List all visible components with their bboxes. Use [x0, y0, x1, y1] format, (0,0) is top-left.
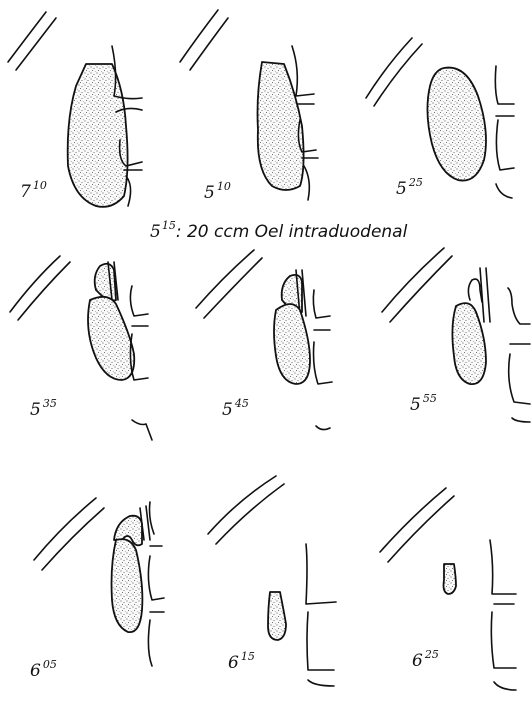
cystic-duct — [468, 279, 482, 302]
spine-outline — [495, 66, 514, 198]
gallbladder-shadow — [274, 304, 310, 384]
gallbladder-shadow — [452, 303, 486, 384]
rib-lines — [10, 256, 70, 320]
gallbladder-shadow — [68, 64, 128, 207]
rib-lines — [180, 10, 228, 70]
gallbladder-shadow — [268, 592, 286, 640]
gallbladder-shadow — [88, 297, 134, 380]
rib-lines — [34, 498, 104, 570]
rib-lines — [382, 248, 452, 322]
bile-duct-line — [486, 268, 490, 322]
caption: 515: 20 ccm Oel intraduodenal — [150, 219, 408, 242]
spine-outline — [313, 290, 332, 430]
spine-outline — [148, 502, 164, 666]
gallbladder-shadow — [112, 539, 143, 632]
rib-lines — [380, 488, 454, 562]
spine-outline — [508, 288, 530, 422]
gallbladder-shadow — [444, 564, 457, 594]
spine-outline — [490, 540, 516, 690]
rib-lines — [366, 38, 422, 106]
spine-outline — [306, 544, 336, 686]
rib-lines — [8, 12, 56, 70]
rib-lines — [208, 476, 284, 544]
gallbladder-shadow — [427, 68, 486, 181]
rib-lines — [196, 250, 262, 318]
